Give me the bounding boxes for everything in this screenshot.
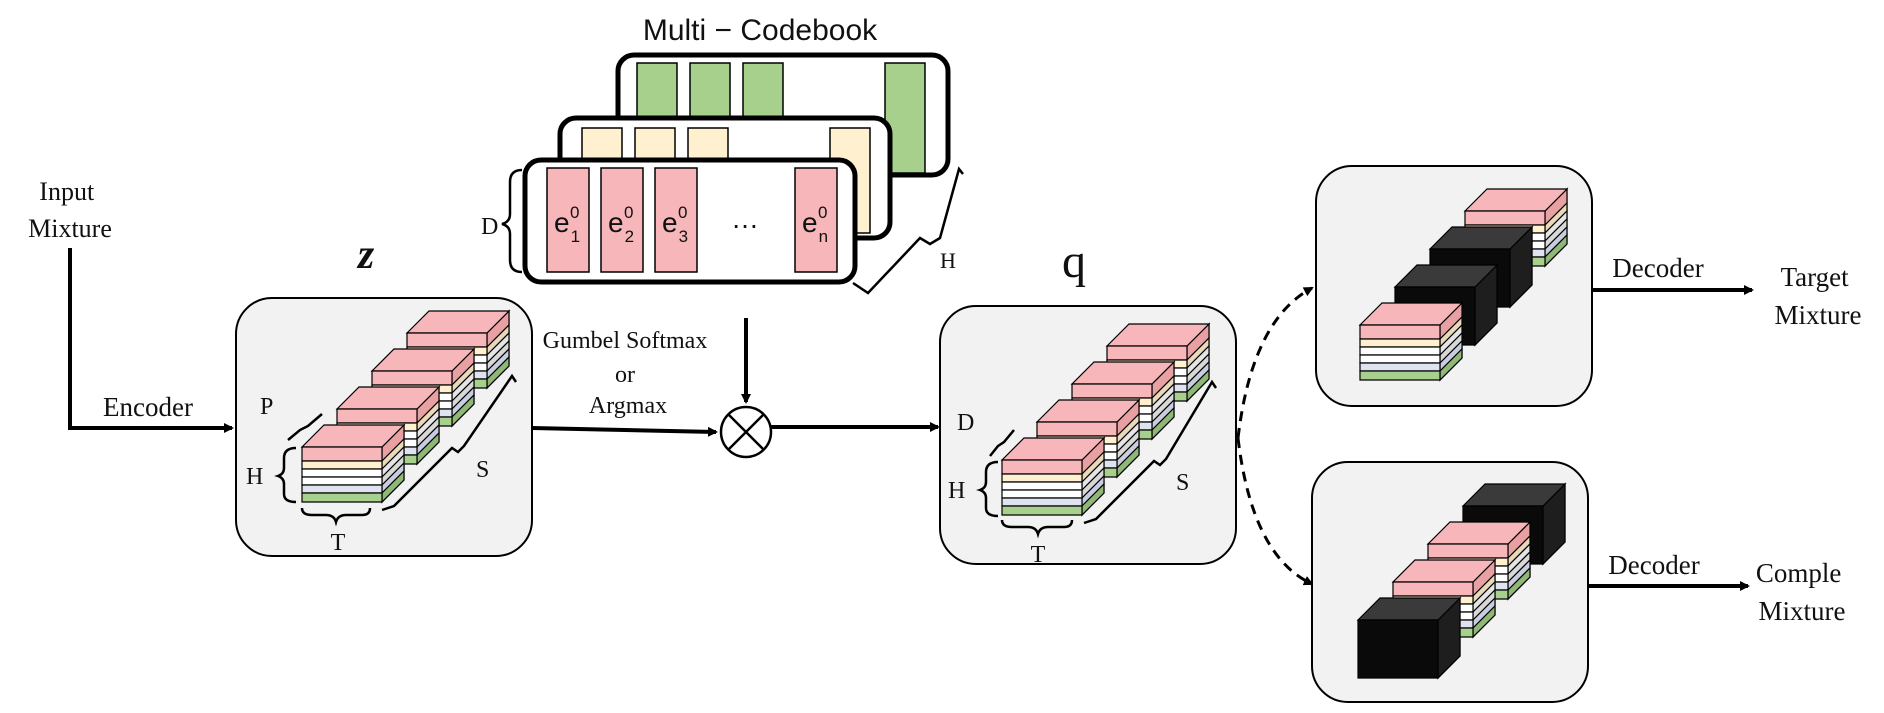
stack-layer bbox=[1359, 324, 1441, 340]
q-to-target-dashed-arrow bbox=[1236, 286, 1314, 439]
gumbel-label: Gumbel Softmax or Argmax bbox=[543, 328, 714, 419]
tensor-stack bbox=[1358, 301, 1464, 382]
brace-P-z bbox=[287, 413, 323, 441]
decoder-label-bottom: Decoder bbox=[1608, 550, 1699, 580]
q-to-complement-dashed-arrow bbox=[1236, 437, 1314, 586]
stack-layer bbox=[1427, 543, 1509, 559]
dim-D-q: D bbox=[957, 410, 974, 436]
stack-layer bbox=[1001, 481, 1083, 491]
complement-mixture-label: Comple Mixture bbox=[1756, 558, 1848, 626]
stack-layer bbox=[301, 484, 383, 494]
encoder-label: Encoder bbox=[103, 392, 193, 422]
tensor-stack bbox=[300, 423, 406, 504]
q-label: q bbox=[1062, 235, 1086, 288]
codebook-title: Multi − Codebook bbox=[643, 14, 878, 47]
stack-layer bbox=[406, 332, 488, 348]
target-stacks bbox=[1358, 187, 1569, 382]
dim-P-z: P bbox=[260, 394, 273, 420]
stack-layer bbox=[1001, 489, 1083, 499]
circle-times-icon bbox=[719, 405, 773, 459]
z-to-multiply-arrow bbox=[531, 426, 718, 437]
stack-layer bbox=[1001, 459, 1083, 475]
codebook-entry-3: e30 bbox=[662, 203, 688, 246]
dim-T-q: T bbox=[1031, 542, 1046, 568]
complement-stacks bbox=[1356, 482, 1567, 680]
codebook-card-front bbox=[522, 157, 858, 285]
brace-H-codebook bbox=[852, 166, 964, 295]
dim-H-q: H bbox=[948, 478, 965, 504]
stack-layer bbox=[1359, 362, 1441, 372]
stack-layer bbox=[1464, 210, 1546, 226]
stack-layer bbox=[1392, 581, 1474, 597]
z-label: z bbox=[356, 232, 375, 278]
stack-layer bbox=[1359, 338, 1441, 348]
stack-layer bbox=[301, 460, 383, 470]
codebook-entry-n: en0 bbox=[802, 203, 828, 246]
dim-H-z: H bbox=[246, 464, 263, 490]
stack-layer bbox=[301, 476, 383, 486]
input-mixture-label: Input Mixture bbox=[28, 177, 112, 243]
brace-D-q bbox=[989, 429, 1015, 457]
stack-layer bbox=[1001, 505, 1083, 516]
stack-layer bbox=[1036, 421, 1118, 437]
decoder-label-top: Decoder bbox=[1612, 253, 1703, 283]
codebook-entry-2: e20 bbox=[608, 203, 634, 246]
stack-layer bbox=[1106, 345, 1188, 361]
brace-T-z bbox=[300, 507, 372, 527]
stack-layer bbox=[1071, 383, 1153, 399]
brace-D-codebook bbox=[501, 168, 523, 274]
brace-H-z bbox=[274, 446, 297, 504]
brace-H-q bbox=[976, 460, 999, 518]
stack-layer bbox=[1359, 370, 1441, 381]
stack-layer bbox=[1001, 473, 1083, 483]
q-stacks bbox=[1000, 322, 1211, 517]
stack-layer bbox=[301, 492, 383, 503]
stack-layer bbox=[371, 370, 453, 386]
encoder-arrow bbox=[68, 248, 234, 433]
brace-S-z bbox=[381, 373, 518, 512]
stack-layer bbox=[301, 468, 383, 478]
dim-H-codebook: H bbox=[940, 248, 956, 273]
tensor-stack bbox=[1356, 596, 1462, 680]
brace-T-q bbox=[1000, 519, 1074, 539]
ellipsis-front: … bbox=[731, 203, 759, 234]
stack-layer bbox=[1359, 354, 1441, 364]
stack-layer bbox=[1001, 497, 1083, 507]
target-mixture-label: Target Mixture bbox=[1775, 262, 1862, 330]
stack-layer bbox=[301, 446, 383, 462]
stack-layer bbox=[336, 408, 418, 424]
dim-S-q: S bbox=[1176, 470, 1189, 496]
codebook-entry-1: e10 bbox=[554, 203, 580, 246]
brace-S-q bbox=[1083, 379, 1218, 525]
tensor-stack bbox=[1000, 436, 1106, 517]
dim-S-z: S bbox=[476, 457, 489, 483]
dim-D-codebook: D bbox=[481, 214, 498, 240]
z-stacks bbox=[300, 309, 511, 504]
stack-layer bbox=[1359, 346, 1441, 356]
stack-layer bbox=[1357, 619, 1439, 679]
dim-T-z: T bbox=[331, 530, 346, 556]
